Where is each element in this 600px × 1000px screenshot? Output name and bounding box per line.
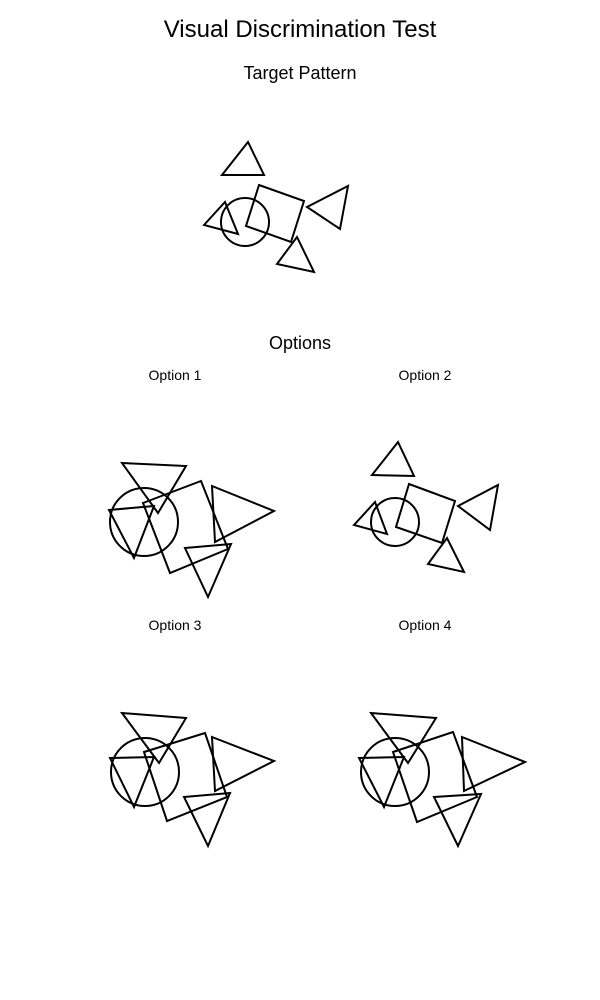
option-2-square [394, 482, 457, 545]
page-title: Visual Discrimination Test [163, 16, 437, 43]
option-3-label: Option 3 [148, 617, 202, 633]
option-2-triangle-bottom [426, 536, 466, 574]
target-pattern-label: Target Pattern [243, 63, 357, 83]
option-4-square [391, 730, 479, 824]
option-1-triangle-right [210, 484, 277, 544]
target-pattern [202, 140, 350, 274]
target-triangle-right [305, 184, 350, 231]
option-4-triangle-top [368, 711, 438, 765]
option-3-triangle-left [108, 755, 156, 810]
option-2-circle [370, 497, 420, 547]
option-3-pattern[interactable] [108, 711, 277, 849]
target-circle [220, 197, 270, 247]
target-square [244, 183, 306, 244]
target-triangle-left [202, 200, 240, 236]
option-1-pattern[interactable] [107, 461, 277, 600]
options-heading: Options [268, 333, 332, 353]
option-4-circle [360, 737, 430, 807]
option-4-triangle-left [357, 755, 406, 810]
option-2-triangle-left [352, 500, 389, 536]
option-1-circle [109, 487, 179, 557]
option-2-triangle-right [456, 483, 500, 532]
option-3-triangle-bottom [182, 791, 232, 849]
option-1-triangle-left [107, 504, 156, 561]
option-4-pattern[interactable] [357, 711, 528, 849]
option-3-triangle-right [210, 735, 277, 793]
option-1-label: Option 1 [148, 367, 202, 383]
target-triangle-top [219, 140, 266, 176]
option-1-square [141, 479, 230, 575]
option-3-square [142, 731, 229, 823]
option-3-circle [110, 737, 180, 807]
option-4-triangle-right [460, 735, 528, 793]
target-triangle-bottom [275, 235, 316, 274]
option-4-triangle-bottom [432, 792, 483, 849]
option-2-pattern[interactable] [352, 440, 500, 574]
option-4-label: Option 4 [398, 617, 452, 633]
option-2-label: Option 2 [398, 367, 452, 383]
option-1-triangle-bottom [183, 542, 233, 600]
option-2-triangle-top [369, 440, 416, 478]
option-3-triangle-top [119, 711, 188, 765]
